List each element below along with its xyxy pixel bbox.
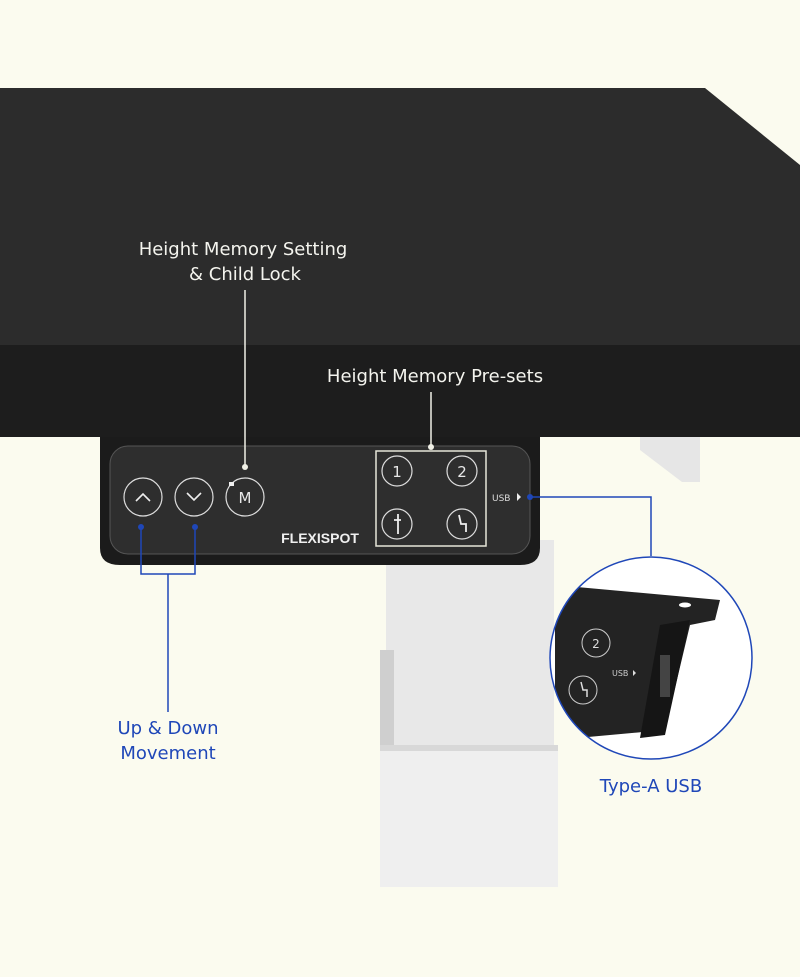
leg-shadow [380, 650, 394, 745]
preset-1-label: 1 [392, 463, 402, 481]
presets-annotation: Height Memory Pre-sets [327, 366, 543, 387]
desk-front-edge [0, 345, 800, 437]
presets-highlight-box [375, 450, 487, 547]
leader-lines [138, 290, 652, 712]
desk-leg-lower [380, 745, 558, 887]
preset-2-label: 2 [457, 463, 467, 481]
standing-person-icon [394, 514, 401, 534]
desk-leg-upper [386, 540, 554, 745]
inset-usb-label: USB [612, 669, 628, 678]
sitting-person-icon [458, 514, 467, 532]
inset-preset-2-label: 2 [592, 637, 600, 651]
usb-port-closeup: 2 USB [549, 556, 753, 760]
memory-button[interactable]: M [225, 477, 265, 517]
standing-preset-button[interactable] [381, 508, 413, 540]
brand-logo: FLEXISPOT [281, 530, 359, 546]
usb-label: USB [492, 494, 510, 504]
control-panel: M FLEXISPOT 1 2 USB [100, 437, 540, 565]
memory-setting-annotation-line1: Height Memory Setting [139, 239, 348, 260]
memory-button-label: M [239, 489, 252, 507]
leg-joint [380, 745, 558, 751]
chevron-down-icon [186, 492, 202, 502]
preset-1-button[interactable]: 1 [381, 455, 413, 487]
chevron-up-icon [135, 492, 151, 502]
usb-annotation: Type-A USB [599, 776, 702, 797]
lock-icon [229, 482, 234, 486]
memory-setting-annotation-line2: & Child Lock [189, 264, 302, 285]
preset-2-button[interactable]: 2 [446, 455, 478, 487]
down-button[interactable] [174, 477, 214, 517]
up-button[interactable] [123, 477, 163, 517]
sitting-preset-button[interactable] [446, 508, 478, 540]
desk-bracket [640, 437, 700, 482]
up-down-annotation-line2: Movement [120, 743, 215, 764]
desk-top-surface [0, 88, 800, 345]
usb-arrow-icon [517, 493, 521, 501]
up-down-annotation-line1: Up & Down [117, 718, 218, 739]
